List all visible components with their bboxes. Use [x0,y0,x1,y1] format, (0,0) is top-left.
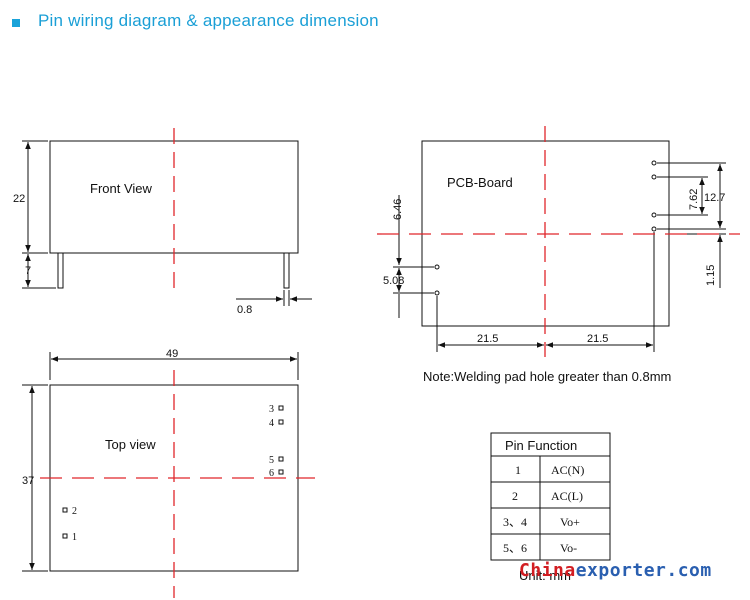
pin-table-pin: 5、6 [503,541,527,555]
page-header: Pin wiring diagram & appearance dimensio… [0,0,750,44]
pin-table-function: AC(N) [551,463,584,477]
pcb-board-view [393,140,726,352]
dim-1-15-label: 1.15 [705,265,717,286]
pcb-pad [651,212,657,218]
top-pin-label-4: 4 [269,418,274,429]
watermark-part-2: exporter.com [575,560,712,581]
top-pin-4 [278,419,284,425]
top-pin-label-2: 2 [72,506,77,517]
pin-table-pin: 2 [512,489,518,503]
pcb-pad [651,174,657,180]
dim-0-8-label: 0.8 [237,304,252,316]
dim-22-label: 22 [13,193,25,205]
dim-7-62-label: 7.62 [688,189,700,210]
square-bullet-icon [12,19,20,27]
page-title: Pin wiring diagram & appearance dimensio… [38,11,379,30]
pin-table-function: Vo- [560,541,577,555]
watermark: Chinaexporter.com [519,560,712,581]
top-view [22,352,299,572]
dim-21-5-left-label: 21.5 [477,333,498,345]
top-pin-2 [62,507,68,513]
unit-label: Unit: mm [519,568,571,583]
dim-7-label: 7 [25,265,31,277]
top-view-label: Top view [105,437,156,452]
top-pin-label-5: 5 [269,455,274,466]
top-pin-3 [278,405,284,411]
pcb-pad [651,160,657,166]
pcb-pad [434,264,440,270]
front-pin-right [283,252,290,289]
top-pin-1 [62,533,68,539]
pin-table-pin: 3、4 [503,515,527,529]
dim-5-08-label: 5.08 [383,275,404,287]
pcb-pad [434,290,440,296]
pcb-board-label: PCB-Board [447,175,513,190]
pin-table-header: Pin Function [505,438,577,453]
pin-table-function: AC(L) [551,489,583,503]
dim-37-label: 37 [22,475,34,487]
top-pin-6 [278,469,284,475]
dim-49-label: 49 [166,348,178,360]
top-pin-label-3: 3 [269,404,274,415]
front-pin-left [57,252,64,289]
pcb-pad [651,226,657,232]
front-view-label: Front View [90,181,153,196]
front-view [22,140,312,306]
dim-21-5-right-label: 21.5 [587,333,608,345]
watermark-part-1: China [519,560,576,581]
pin-table-pin: 1 [515,463,521,477]
top-pin-label-6: 6 [269,468,274,479]
top-pin-5 [278,456,284,462]
welding-note: Note:Welding pad hole greater than 0.8mm [423,369,671,384]
top-pin-label-1: 1 [72,532,77,543]
pin-function-table [490,432,611,561]
dim-12-7-label: 12.7 [704,192,725,204]
pin-table-function: Vo+ [560,515,580,529]
dim-6-46-label: 6.46 [392,199,404,220]
